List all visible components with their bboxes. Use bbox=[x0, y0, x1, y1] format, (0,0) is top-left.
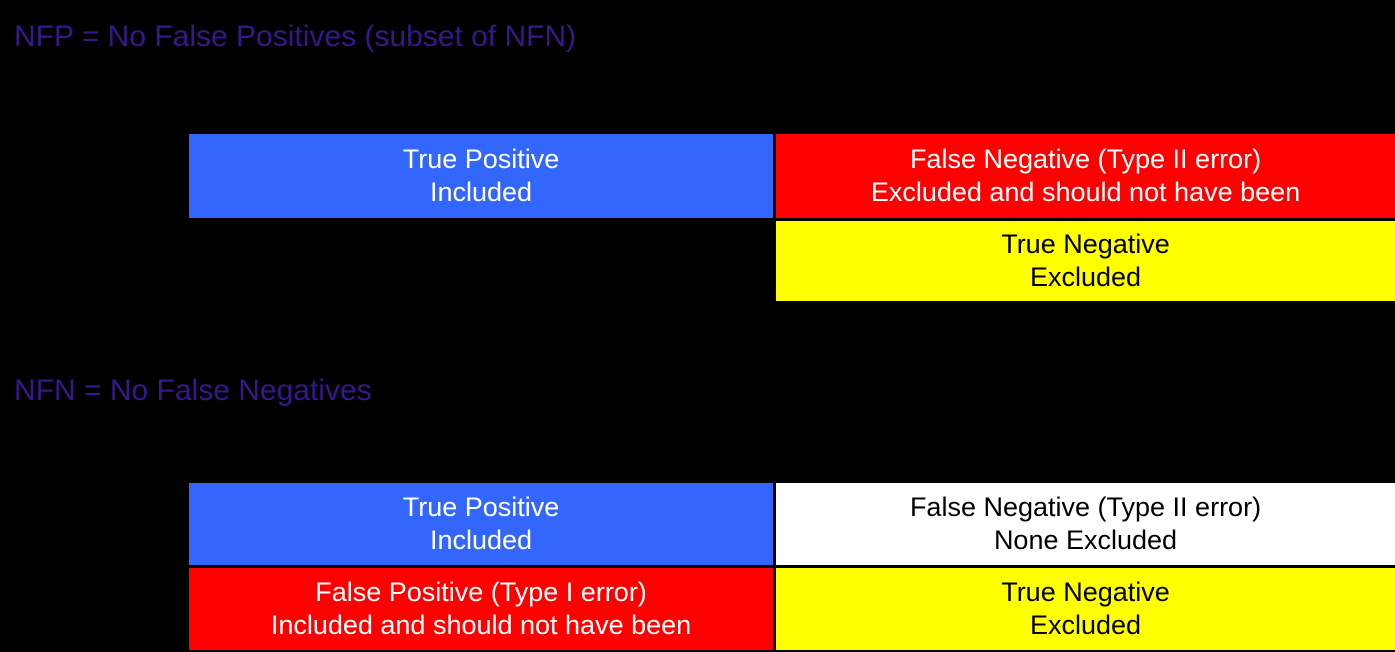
cell-line1: False Negative (Type II error) bbox=[909, 144, 1262, 174]
cell-line2: Included and should not have been bbox=[270, 610, 692, 640]
nfn-section-title: NFN = No False Negatives bbox=[14, 374, 372, 407]
cell-line2: Excluded bbox=[1029, 262, 1142, 292]
nfn-false-negative-cell: False Negative (Type II error) None Excl… bbox=[776, 483, 1395, 565]
nfp-true-negative-cell: True Negative Excluded bbox=[776, 221, 1395, 301]
cell-line2: Included bbox=[429, 525, 533, 555]
nfp-section-title: NFP = No False Positives (subset of NFN) bbox=[14, 20, 577, 53]
cell-line2: Excluded bbox=[1029, 610, 1142, 640]
cell-line1: True Positive bbox=[402, 492, 560, 522]
cell-line1: True Negative bbox=[1001, 229, 1170, 259]
cell-line2: Excluded and should not have been bbox=[870, 177, 1301, 207]
nfn-true-negative-cell: True Negative Excluded bbox=[776, 568, 1395, 650]
cell-line1: True Negative bbox=[1001, 577, 1170, 607]
cell-line1: False Negative (Type II error) bbox=[909, 492, 1262, 522]
nfn-false-positive-cell: False Positive (Type I error) Included a… bbox=[189, 568, 773, 650]
cell-line1: False Positive (Type I error) bbox=[315, 577, 647, 607]
cell-line2: None Excluded bbox=[993, 525, 1178, 555]
nfp-false-negative-cell: False Negative (Type II error) Excluded … bbox=[776, 134, 1395, 218]
nfn-true-positive-cell: True Positive Included bbox=[189, 483, 773, 565]
nfp-true-positive-cell: True Positive Included bbox=[189, 134, 773, 218]
cell-line2: Included bbox=[429, 177, 533, 207]
cell-line1: True Positive bbox=[402, 144, 560, 174]
